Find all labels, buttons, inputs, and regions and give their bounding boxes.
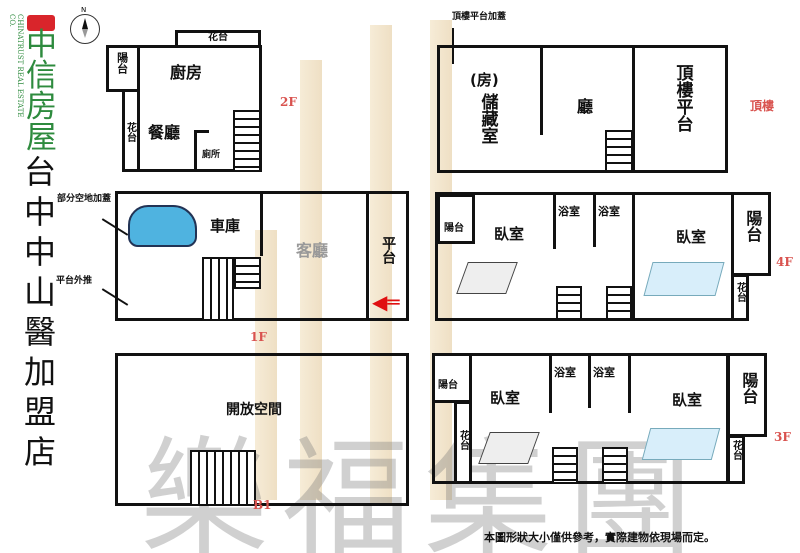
room-living: 客廳 [296,241,329,260]
bed-icon [643,262,725,296]
room-bathroom: 浴室 [558,205,580,218]
note-roof-addition: 頂樓平台加蓋 [452,12,507,22]
room-flower-bed: 花台 [457,430,469,450]
room-flower-bed: 花台 [730,440,742,460]
watermark-pillar [370,25,392,505]
room-storage-note: (房) [470,71,499,89]
room-garage: 車庫 [210,217,241,235]
floor-label: 2F [280,95,297,109]
stairs [552,447,578,484]
room-hall: 廳 [577,97,594,116]
room-balcony: 陽台 [115,52,129,74]
room-balcony: 陽台 [444,223,464,234]
compass-label: N [81,6,87,14]
logo-brand: 中信房屋 [26,30,86,154]
bed-icon [641,428,721,460]
disclaimer: 本圖形狀大小僅供參考，實際建物依現場而定。 [484,531,715,544]
room-open-space: 開放空間 [226,402,282,418]
logo-english: CHINATRUST REAL ESTATE CO. [8,14,24,118]
stairs [202,257,234,321]
stairs [602,447,628,484]
room-bathroom: 浴室 [554,366,576,379]
floor-label: 4F [776,255,793,269]
room-kitchen: 廚房 [170,63,203,82]
stairs [556,286,582,321]
watermark-pillar [300,60,322,500]
stairs [606,286,632,321]
floor-label: 1F [250,330,267,344]
room-balcony: 陽台 [438,380,458,391]
logo-brand-text: 中信房屋 [26,27,57,156]
store-title: 台中中山醫加盟店 [24,153,57,471]
room-balcony: 陽台 [743,210,763,242]
room-flower-bed: 花台 [124,122,136,142]
room-balcony: 陽台 [739,372,759,404]
stairs [605,130,633,173]
room-flower-bed: 花台 [208,32,228,43]
stairs [234,257,261,289]
stairs [190,450,256,506]
note-platform-extended: 平台外推 [56,276,93,286]
room-bathroom: 浴室 [593,366,615,379]
room-dining: 餐廳 [148,123,181,142]
room-bedroom: 臥室 [490,389,521,407]
logo-mark-icon [27,15,55,31]
room-bathroom: 浴室 [598,205,620,218]
note-partial-addition: 部分空地加蓋 [56,194,111,204]
room-platform: 平台 [380,236,397,264]
room-bedroom: 臥室 [672,391,703,409]
room-bedroom: 臥室 [676,228,707,246]
room-flower-bed: 花台 [734,282,746,302]
stairs [233,110,261,172]
compass-icon: N [70,6,100,44]
car-icon [128,205,197,247]
watermark-pillar [255,230,277,500]
room-bedroom: 臥室 [494,225,525,243]
floor-label: B1 [253,498,272,512]
room-toilet: 廁所 [202,150,221,160]
entrance-arrow-icon: ◀═ [372,290,400,314]
floor-label: 頂樓 [750,99,775,113]
room-storage: 儲藏室 [477,93,498,144]
room-roof-platform: 頂樓平台 [672,64,693,132]
floor-label: 3F [774,430,791,444]
